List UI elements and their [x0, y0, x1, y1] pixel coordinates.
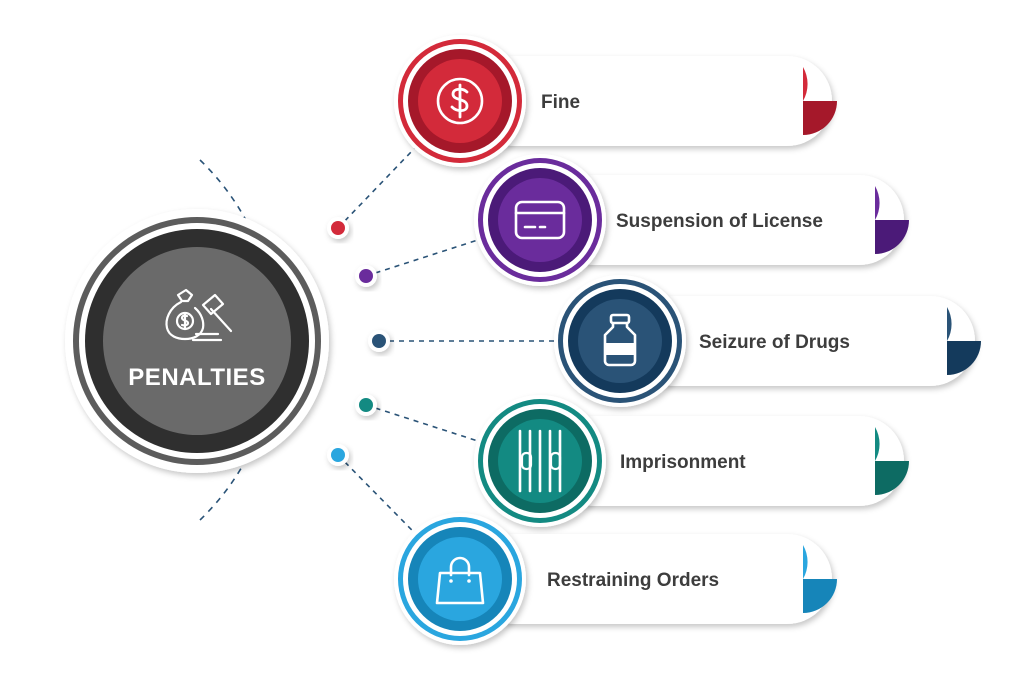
tab-half-bottom: [947, 341, 981, 375]
connector-line: [365, 237, 486, 277]
arc-dot: [331, 221, 345, 235]
penalty-item: Restraining Orders: [327, 444, 837, 645]
item-label: Imprisonment: [620, 452, 746, 473]
item-pill: [470, 534, 832, 624]
item-pill: [550, 175, 904, 265]
item-pill: [630, 296, 975, 386]
arc-dot: [331, 448, 345, 462]
item-label: Fine: [541, 92, 580, 113]
icon-disc: [498, 178, 582, 262]
tab-half-top: [803, 67, 808, 101]
item-pill: [470, 56, 832, 146]
tab-half-top: [875, 186, 880, 220]
item-label: Suspension of License: [616, 211, 823, 232]
tab-half-bottom: [803, 101, 837, 135]
connector-line: [337, 454, 420, 539]
arc-dot: [372, 334, 386, 348]
license-card-icon: [514, 200, 566, 240]
icon-disc: [418, 537, 502, 621]
money-bag-gavel-icon: [165, 288, 233, 342]
handbag-icon: [435, 556, 485, 605]
tab-half-top: [803, 545, 808, 579]
item-pill: [550, 416, 904, 506]
penalty-item: Suspension of License: [355, 154, 909, 287]
penalty-item: Fine: [327, 35, 837, 239]
tab-half-bottom: [875, 461, 909, 495]
medicine-bottle-icon: [603, 313, 637, 367]
connector-line: [337, 142, 421, 229]
connector-line: [365, 404, 486, 444]
center-title: PENALTIES: [128, 364, 265, 391]
tab-half-top: [947, 307, 952, 341]
tab-half-bottom: [875, 220, 909, 254]
arc-dot: [359, 269, 373, 283]
penalty-item: Imprisonment: [355, 394, 909, 527]
item-label: Seizure of Drugs: [699, 332, 850, 353]
penalty-item: Seizure of Drugs: [368, 275, 981, 407]
prison-bars-icon: [518, 429, 562, 493]
icon-disc: [578, 299, 662, 383]
arc-dot: [359, 398, 373, 412]
tab-half-top: [875, 427, 880, 461]
tab-half-bottom: [803, 579, 837, 613]
dollar-icon: [436, 77, 484, 125]
item-label: Restraining Orders: [547, 570, 719, 591]
